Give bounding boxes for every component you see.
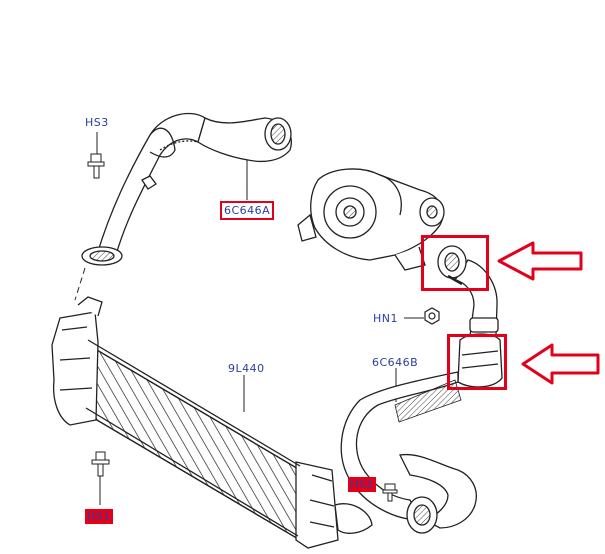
intercooler-9l440 xyxy=(51,296,373,549)
turbocharger xyxy=(297,168,445,271)
label-hs3: HS3 xyxy=(85,116,109,129)
hs3-bolt-icon xyxy=(87,153,105,179)
label-hs2: HS2 xyxy=(348,477,376,492)
hs1-bolt-icon xyxy=(91,451,110,477)
hn1-nut-icon xyxy=(424,307,440,325)
hs2-bolt-icon xyxy=(382,483,398,502)
arrow-left-icon xyxy=(521,343,600,385)
label-9l440: 9L440 xyxy=(228,362,265,375)
label-hn1: HN1 xyxy=(373,312,398,325)
label-6c646b: 6C646B xyxy=(372,356,419,369)
highlight-box-hose-joint xyxy=(447,334,507,390)
arrow-left-icon xyxy=(497,241,583,281)
hose-6c646a xyxy=(81,112,292,266)
label-hs1: HS1 xyxy=(85,509,113,524)
highlight-box-turbo-outlet xyxy=(421,235,489,291)
label-6c646a: 6C646A xyxy=(220,201,275,220)
